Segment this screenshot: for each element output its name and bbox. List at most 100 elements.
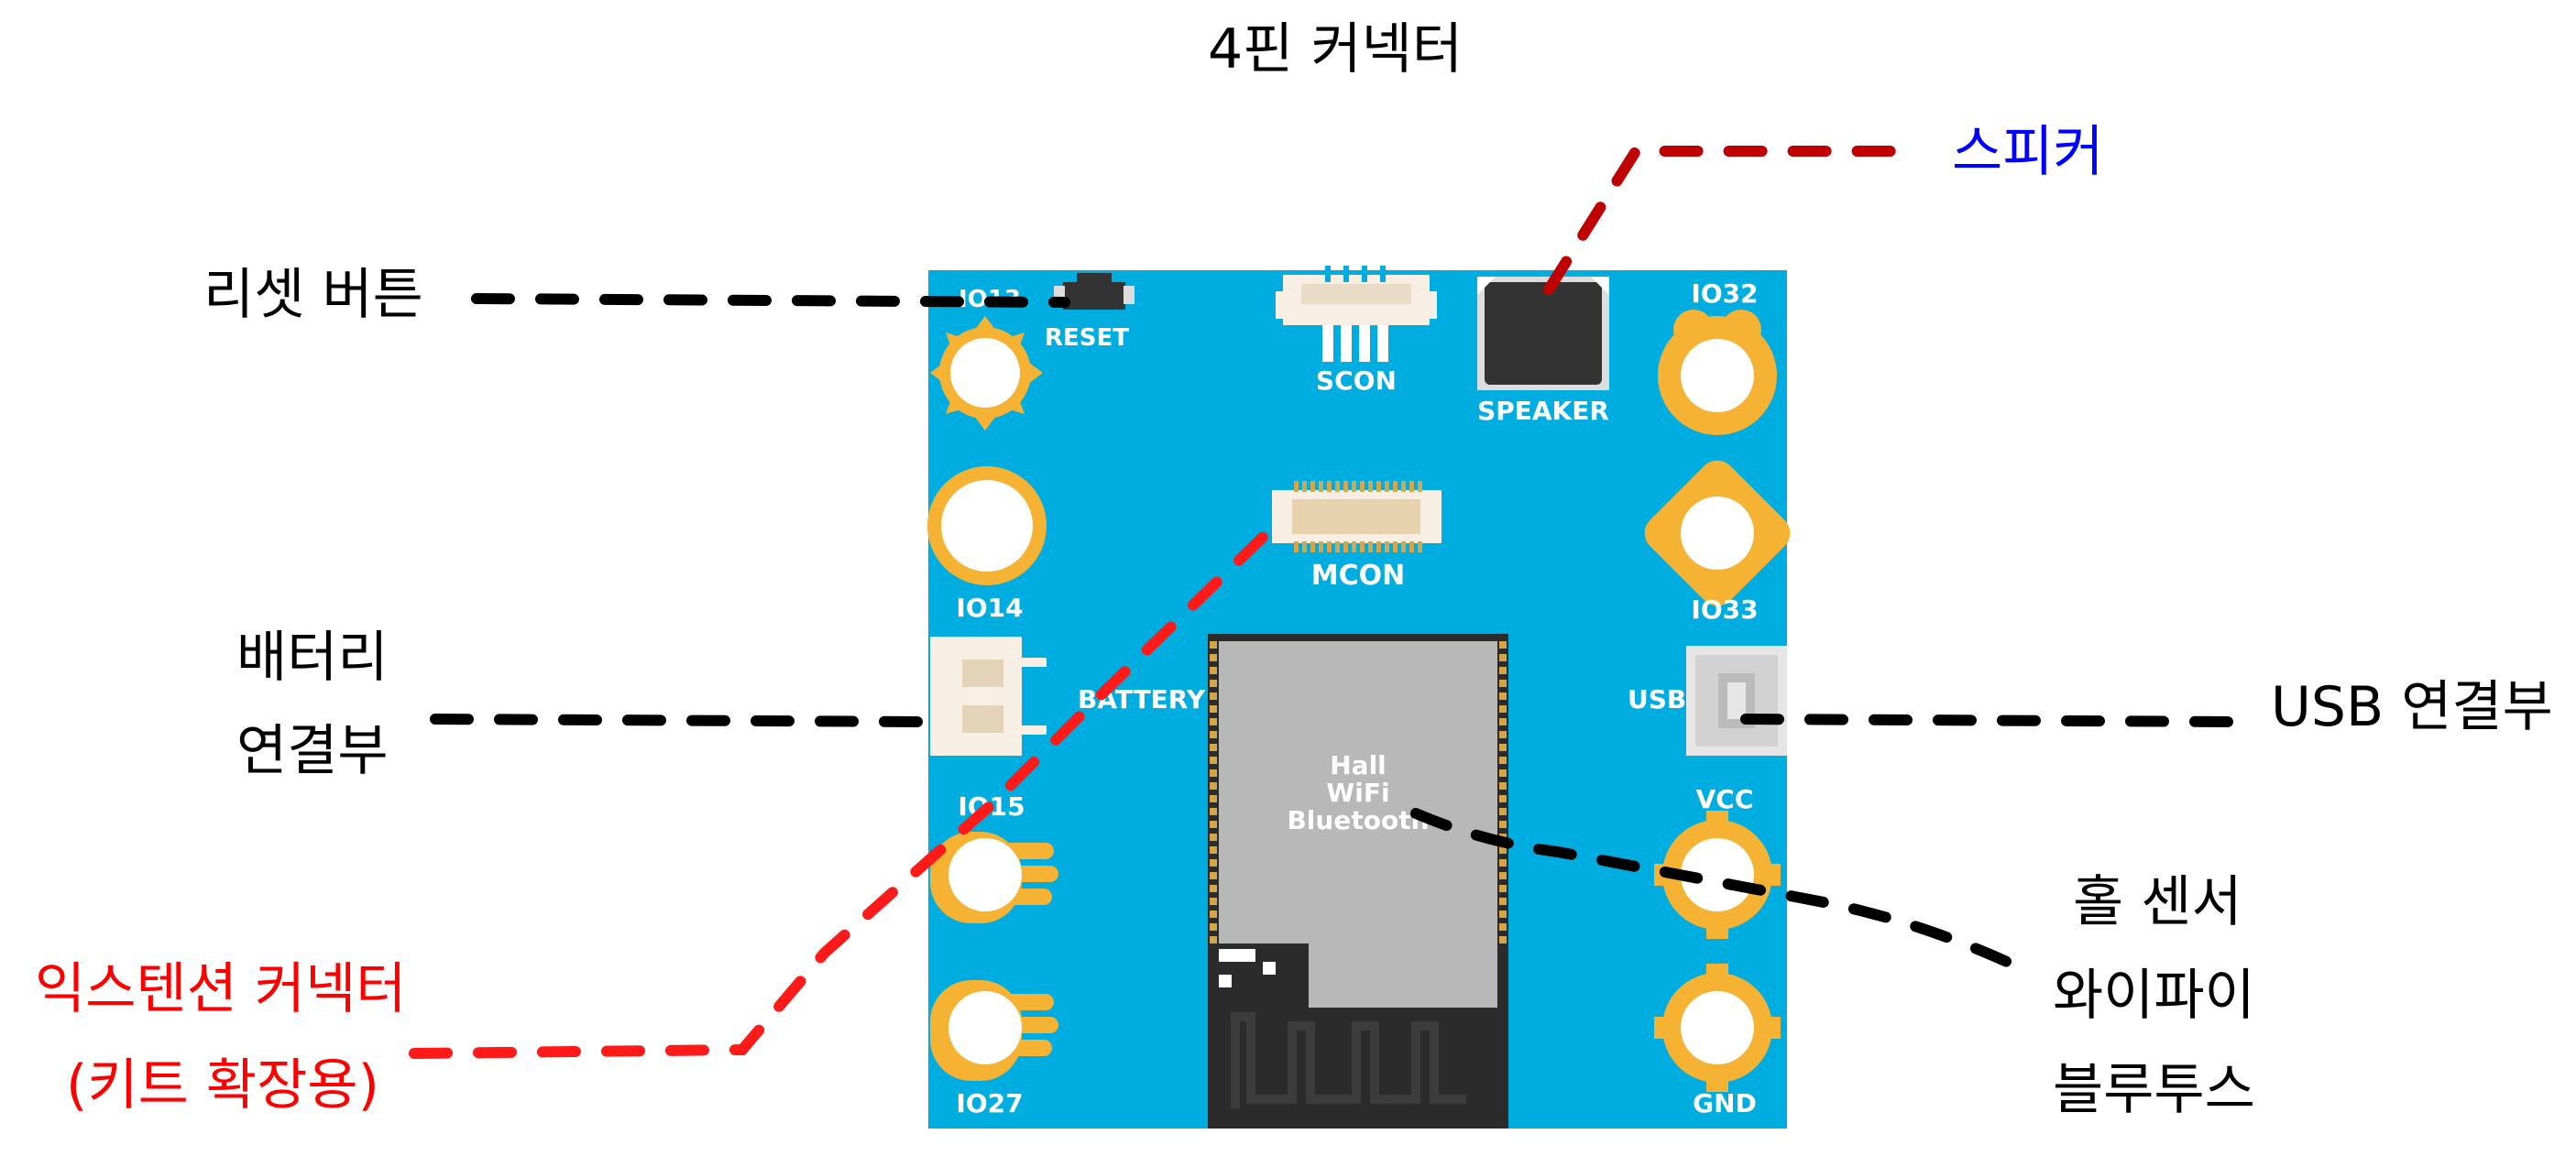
module-pad — [1499, 718, 1507, 725]
module-pad — [1499, 693, 1507, 700]
label-io33: IO33 — [1691, 594, 1758, 625]
mcon-pin — [1352, 481, 1356, 492]
label-io27: IO27 — [956, 1088, 1023, 1118]
module-pad — [1499, 641, 1507, 649]
label-io32: IO32 — [1691, 278, 1758, 309]
mcon-pin — [1327, 541, 1332, 552]
mcon-pin — [1409, 541, 1414, 552]
pad-io14 — [927, 466, 1047, 585]
mcon-pin — [1302, 481, 1307, 492]
module-pad — [1499, 846, 1507, 854]
mcon-pin — [1385, 541, 1389, 552]
module-pad — [1210, 834, 1217, 841]
module-pad — [1210, 654, 1217, 661]
module-pad — [1210, 872, 1217, 879]
mcon-pin — [1310, 481, 1315, 492]
speaker-callout-line[interactable] — [1543, 146, 1921, 295]
mcon-connector — [1272, 481, 1441, 552]
module-pad — [1499, 923, 1507, 931]
reset-switch — [1054, 273, 1135, 310]
mcon-pin — [1319, 541, 1323, 552]
module-pad — [1499, 705, 1507, 713]
label-mcon: MCON — [1311, 560, 1405, 592]
module-label-hall: Hall — [1330, 750, 1387, 780]
module-pad — [1210, 744, 1217, 751]
module-pad — [1499, 757, 1507, 764]
pad-vcc — [1654, 811, 1781, 939]
mcon-pin — [1343, 481, 1348, 492]
module-pad — [1210, 718, 1217, 725]
callout-usb: USB 연결부 — [2271, 675, 2553, 739]
module-pad — [1210, 859, 1217, 867]
label-vcc: VCC — [1696, 784, 1754, 814]
usb-callout-line — [1740, 714, 2242, 727]
battery-connector — [930, 637, 1047, 756]
module-pad — [1499, 936, 1507, 943]
callout-battery-line2: 연결부 — [236, 719, 389, 783]
module-label-wifi: WiFi — [1326, 778, 1389, 808]
module-pad — [1210, 757, 1217, 764]
module-pad — [1499, 898, 1507, 905]
usb-connector — [1686, 646, 1787, 756]
module-pad — [1499, 808, 1507, 815]
mcon-pin — [1360, 541, 1365, 552]
module-pad — [1210, 641, 1217, 649]
mcon-pin — [1294, 481, 1299, 492]
label-speaker: SPEAKER — [1477, 396, 1609, 426]
mcon-pin — [1319, 481, 1323, 492]
mcon-pin — [1385, 481, 1389, 492]
mcon-pin — [1368, 541, 1373, 552]
scon-connector — [1276, 266, 1437, 362]
module-pad — [1210, 923, 1217, 931]
module-pad — [1499, 795, 1507, 802]
module-pad — [1499, 731, 1507, 738]
module-pad — [1210, 769, 1217, 777]
callout-top-connector: 4핀 커넥터 — [1208, 17, 1463, 82]
callout-reset-button: 리셋 버튼 — [203, 263, 423, 327]
mcon-pin — [1327, 481, 1332, 492]
module-pad — [1210, 680, 1217, 687]
module-pad — [1210, 885, 1217, 892]
mcon-pin — [1393, 541, 1398, 552]
label-io14: IO14 — [956, 593, 1023, 623]
sensor-callout-line — [1410, 808, 2012, 967]
mcon-pin — [1360, 481, 1365, 492]
module-pad — [1499, 911, 1507, 918]
mcon-pin — [1393, 481, 1398, 492]
pad-io32 — [1658, 310, 1777, 435]
mcon-pin — [1294, 541, 1299, 552]
module-pad — [1499, 782, 1507, 790]
callout-extension-line2: (키트 확장용) — [66, 1053, 379, 1118]
pad-io27 — [930, 980, 1058, 1081]
pad-gnd — [1654, 964, 1781, 1092]
module-pad — [1499, 859, 1507, 867]
battery-callout-line — [430, 714, 933, 727]
module-pad — [1210, 808, 1217, 815]
callout-extension-line1: 익스텐션 커넥터 — [35, 957, 407, 1021]
mcon-pin — [1335, 541, 1340, 552]
module-pad — [1210, 667, 1217, 674]
mcon-pin — [1310, 541, 1315, 552]
module-pad — [1210, 898, 1217, 905]
mcon-pin — [1335, 481, 1340, 492]
module-pad — [1499, 744, 1507, 751]
module-pad — [1210, 936, 1217, 943]
module-pad — [1499, 821, 1507, 828]
module-pad — [1210, 846, 1217, 854]
module-pad — [1499, 667, 1507, 674]
mcon-pin — [1418, 541, 1422, 552]
mcon-pin — [1352, 541, 1356, 552]
mcon-pin — [1302, 541, 1307, 552]
speaker-component — [1477, 277, 1609, 390]
label-reset: RESET — [1045, 324, 1129, 352]
mcon-pin — [1401, 481, 1406, 492]
mcon-pin — [1376, 541, 1381, 552]
module-pad — [1499, 769, 1507, 777]
mcon-pin — [1409, 481, 1414, 492]
callout-sensor-line3: 블루투스 — [2053, 1058, 2255, 1122]
module-label-bluetooth: Bluetooth — [1287, 805, 1429, 835]
module-pad — [1210, 795, 1217, 802]
esp32-module — [1208, 634, 1508, 1129]
module-pad — [1210, 693, 1217, 700]
